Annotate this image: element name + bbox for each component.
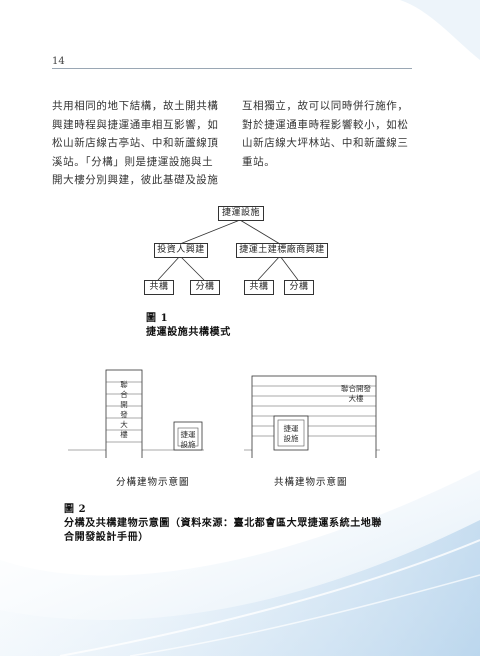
figure1-caption-number: 圖 1 [146,313,169,324]
right-tower-label: 聯合開發 大樓 [334,384,378,404]
header-divider [52,68,412,69]
tower-char: 開 [120,400,128,409]
body-text-left-column: 共用相同的地下結構，故土開共構 興建時程與捷運通車相互影響，如 松山新店線古亭站… [52,97,228,190]
body-line: 重站。 [242,155,276,168]
body-line: 對於捷運通車時程影響較小，如松 [242,118,409,131]
body-line: 溪站。「分構」則是捷運設施與土 [52,155,214,168]
tower-char: 大 [120,420,128,429]
figure2-caption-number: 圖 2 [64,504,87,515]
station-line: 捷運 [283,424,299,433]
station-line: 設施 [180,440,196,449]
body-line: 山新店線大坪林站、中和新蘆線三 [242,137,409,150]
body-line: 互相獨立，故可以同時併行施作， [242,100,409,112]
body-text-right-column: 互相獨立，故可以同時併行施作， 對於捷運通車時程影響較小，如松 山新店線大坪林站… [242,97,418,171]
body-line: 松山新店線古亭站、中和新蘆線頂 [52,137,219,150]
page-number: 14 [52,56,65,67]
body-line: 共用相同的地下結構，故土開共構 [52,100,219,112]
station-line: 設施 [283,434,299,443]
left-station-label: 捷運 設施 [178,430,198,450]
tree-root-node: 捷運設施 [218,206,264,221]
station-line: 捷運 [180,430,196,439]
tower-line: 聯合開發 [341,384,371,393]
figure1-caption-title: 捷運設施共構模式 [146,327,231,338]
body-line: 開大樓分別興建，彼此基礎及設施 [52,174,219,187]
tower-char: 樓 [120,430,128,439]
tree-node-investor: 投資人興建 [154,243,208,258]
tower-line: 大樓 [348,394,364,403]
tower-char: 聯 [120,380,128,389]
tree-leaf-node: 共構 [244,280,274,295]
figure2-caption-title-line2: 合開發設計手冊） [64,532,149,543]
tree-leaf-node: 共構 [144,280,174,295]
figure2-left-subtitle: 分構建物示意圖 [116,477,190,488]
tree-leaf-node: 分構 [284,280,314,295]
left-tower-label: 聯 合 開 發 大 樓 [117,380,131,440]
tree-node-contractor: 捷運土建標廠商興建 [236,243,328,258]
body-line: 興建時程與捷運通車相互影響，如 [52,118,219,131]
right-station-label: 捷運 設施 [280,424,302,444]
tree-leaf-node: 分構 [190,280,220,295]
tree-connectors [157,219,299,281]
tower-char: 發 [120,410,128,419]
figure2-right-subtitle: 共構建物示意圖 [274,477,348,488]
building-illustrations [68,369,380,458]
tower-char: 合 [120,390,128,399]
figure2-caption-title-line1: 分構及共構建物示意圖（資料來源：臺北都會區大眾捷運系統土地聯 [64,518,382,529]
